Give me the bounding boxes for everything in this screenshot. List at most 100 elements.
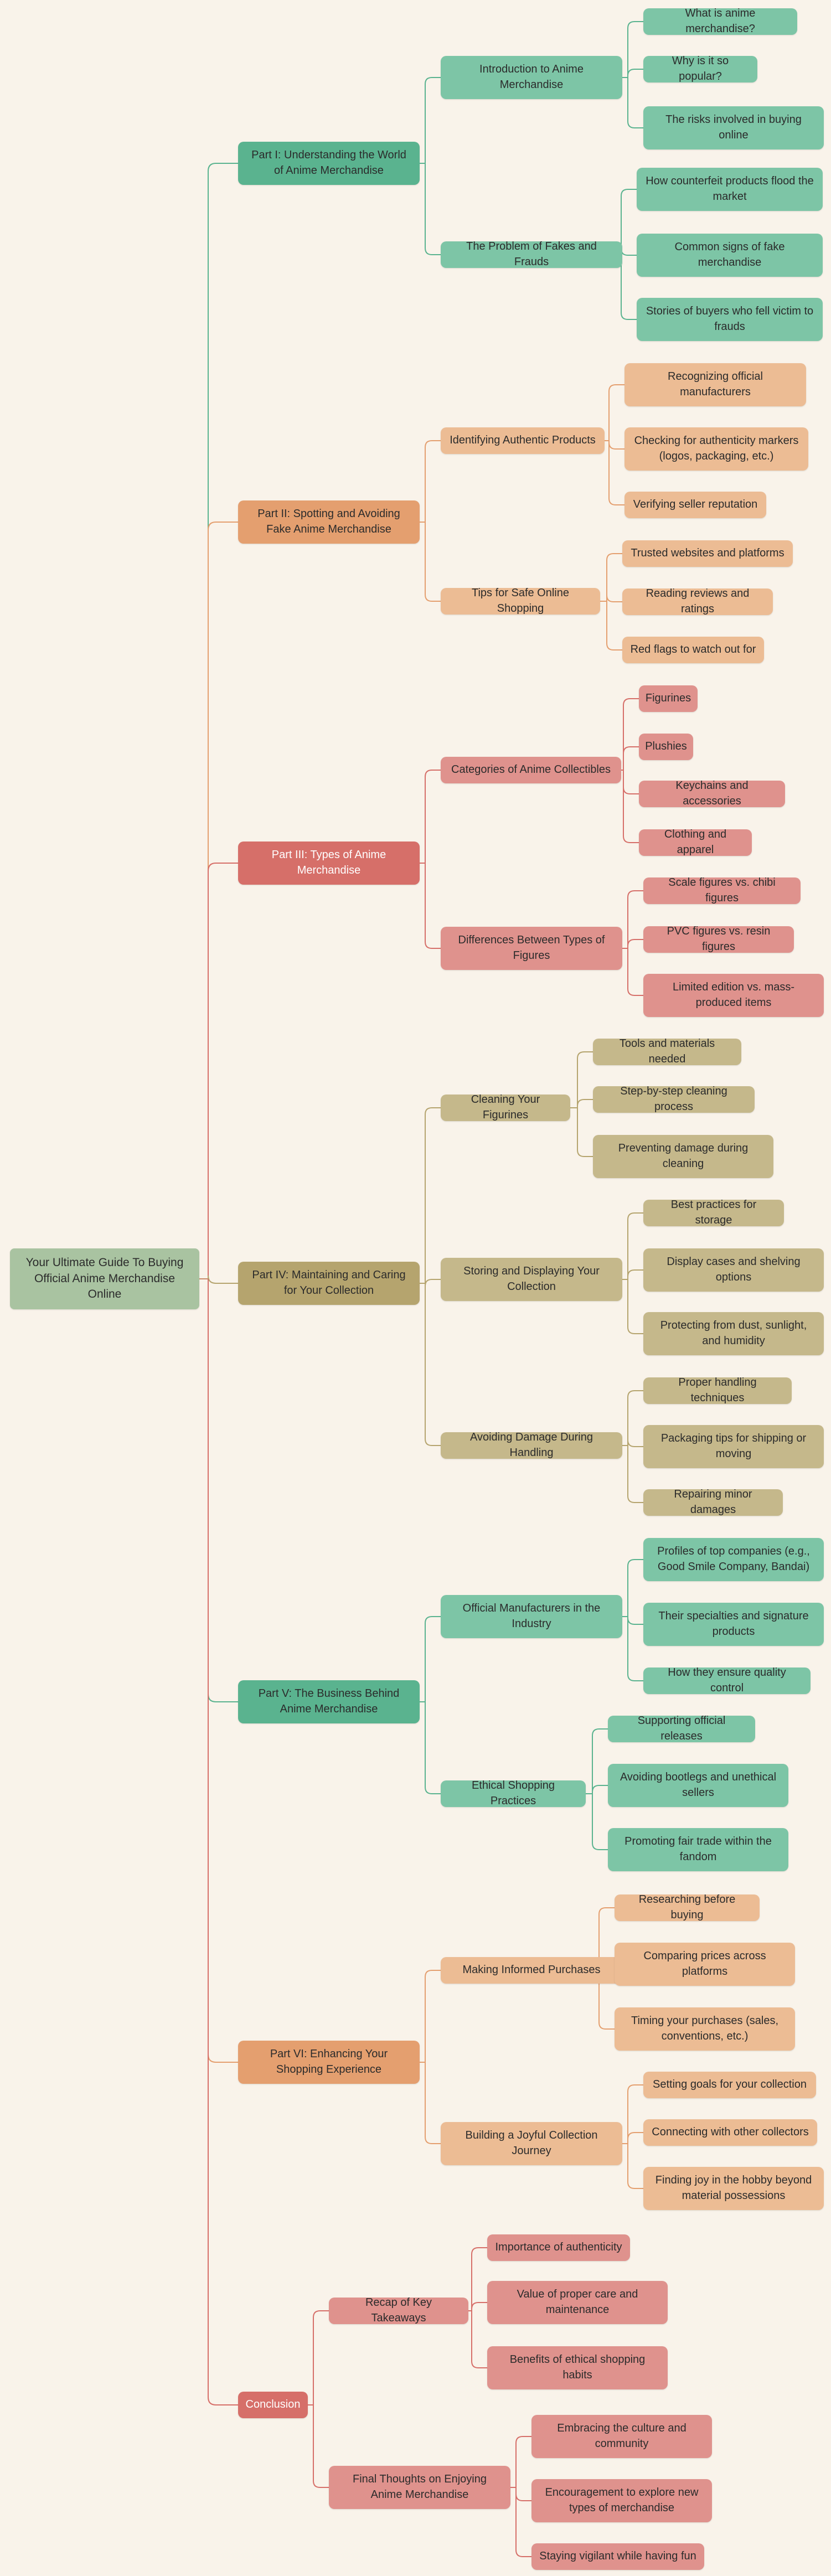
topic-official-manufacturers-in-the-industry[interactable]: Official Manufacturers in the Industry — [441, 1595, 622, 1638]
leaf-trusted-websites-and-platforms[interactable]: Trusted websites and platforms — [622, 540, 793, 567]
part-part-i-understanding-the-world-of-anime-merchand[interactable]: Part I: Understanding the World of Anime… — [238, 142, 420, 185]
leaf-benefits-of-ethical-shopping-habits[interactable]: Benefits of ethical shopping habits — [487, 2346, 668, 2389]
topic-differences-between-types-of-figures[interactable]: Differences Between Types of Figures — [441, 927, 622, 970]
leaf-importance-of-authenticity-label: Importance of authenticity — [495, 2241, 622, 2254]
leaf-recognizing-official-manufacturers-label: Recognizing official manufacturers — [668, 370, 763, 398]
topic-cleaning-your-figurines[interactable]: Cleaning Your Figurines — [441, 1093, 570, 1121]
topic-making-informed-purchases[interactable]: Making Informed Purchases — [441, 1957, 622, 1984]
leaf-what-is-anime-merchandise[interactable]: What is anime merchandise? — [643, 7, 797, 35]
part-part-iv-maintaining-and-caring-for-your-collecti[interactable]: Part IV: Maintaining and Caring for Your… — [238, 1262, 420, 1305]
leaf-packaging-tips-for-shipping-or-moving[interactable]: Packaging tips for shipping or moving — [643, 1425, 824, 1468]
leaf-pvc-figures-vs-resin-figures-label: PVC figures vs. resin figures — [667, 925, 771, 953]
leaf-value-of-proper-care-and-maintenance[interactable]: Value of proper care and maintenance — [487, 2281, 668, 2324]
part-conclusion[interactable]: Conclusion — [238, 2392, 308, 2418]
leaf-reading-reviews-and-ratings[interactable]: Reading reviews and ratings — [622, 587, 773, 615]
leaf-proper-handling-techniques-label: Proper handling techniques — [678, 1376, 757, 1404]
part-part-ii-spotting-and-avoiding-fake-anime-merchan[interactable]: Part II: Spotting and Avoiding Fake Anim… — [238, 500, 420, 544]
leaf-figurines[interactable]: Figurines — [639, 685, 698, 712]
topic-introduction-to-anime-merchandise[interactable]: Introduction to Anime Merchandise — [441, 56, 622, 99]
leaf-the-risks-involved-in-buying-online-label: The risks involved in buying online — [665, 113, 802, 141]
leaf-staying-vigilant-while-having-fun[interactable]: Staying vigilant while having fun — [531, 2543, 704, 2570]
leaf-step-by-step-cleaning-process[interactable]: Step-by-step cleaning process — [593, 1085, 755, 1113]
leaf-packaging-tips-for-shipping-or-moving-label: Packaging tips for shipping or moving — [660, 1432, 807, 1460]
leaf-trusted-websites-and-platforms-label: Trusted websites and platforms — [631, 547, 784, 560]
leaf-avoiding-bootlegs-and-unethical-sellers[interactable]: Avoiding bootlegs and unethical sellers — [608, 1764, 788, 1807]
leaf-how-counterfeit-products-flood-the-market[interactable]: How counterfeit products flood the marke… — [637, 168, 823, 211]
leaf-benefits-of-ethical-shopping-habits-label: Benefits of ethical shopping habits — [509, 2353, 646, 2381]
topic-1-1-connectors — [622, 21, 643, 128]
leaf-how-they-ensure-quality-control[interactable]: How they ensure quality control — [643, 1666, 811, 1694]
leaf-protecting-from-dust-sunlight-and-humidity[interactable]: Protecting from dust, sunlight, and humi… — [643, 1312, 824, 1355]
leaf-their-specialties-and-signature-products[interactable]: Their specialties and signature products — [643, 1603, 824, 1646]
leaf-timing-your-purchases-sales-conventions-etc-label: Timing your purchases (sales, convention… — [631, 2015, 779, 2042]
leaf-best-practices-for-storage-label: Best practices for storage — [670, 1199, 757, 1226]
leaf-checking-for-authenticity-markers-logos-packagin[interactable]: Checking for authenticity markers (logos… — [624, 427, 808, 471]
leaf-common-signs-of-fake-merchandise[interactable]: Common signs of fake merchandise — [637, 234, 823, 277]
topic-7-1-connectors — [468, 2247, 487, 2368]
topic-storing-and-displaying-your-collection[interactable]: Storing and Displaying Your Collection — [441, 1258, 622, 1301]
leaf-clothing-and-apparel-label: Clothing and apparel — [664, 828, 727, 856]
leaf-clothing-and-apparel[interactable]: Clothing and apparel — [639, 828, 752, 856]
topic-identifying-authentic-products[interactable]: Identifying Authentic Products — [441, 427, 605, 454]
leaf-best-practices-for-storage[interactable]: Best practices for storage — [643, 1199, 784, 1226]
topic-categories-of-anime-collectibles-label: Categories of Anime Collectibles — [451, 763, 611, 776]
leaf-profiles-of-top-companies-e-g-good-smile-company-label: Profiles of top companies (e.g., Good Sm… — [657, 1545, 810, 1573]
leaf-pvc-figures-vs-resin-figures[interactable]: PVC figures vs. resin figures — [643, 925, 794, 953]
leaf-tools-and-materials-needed[interactable]: Tools and materials needed — [593, 1037, 741, 1065]
topic-avoiding-damage-during-handling[interactable]: Avoiding Damage During Handling — [441, 1431, 622, 1459]
leaf-setting-goals-for-your-collection[interactable]: Setting goals for your collection — [643, 2072, 816, 2098]
part-part-iii-types-of-anime-merchandise-label: Part III: Types of Anime Merchandise — [271, 849, 386, 876]
topic-ethical-shopping-practices[interactable]: Ethical Shopping Practices — [441, 1779, 586, 1807]
part-part-iii-types-of-anime-merchandise[interactable]: Part III: Types of Anime Merchandise — [238, 842, 420, 885]
leaf-verifying-seller-reputation-label: Verifying seller reputation — [633, 498, 758, 511]
leaf-profiles-of-top-companies-e-g-good-smile-company[interactable]: Profiles of top companies (e.g., Good Sm… — [643, 1538, 824, 1581]
root-topic[interactable]: Your Ultimate Guide To Buying Official A… — [10, 1248, 199, 1309]
leaf-repairing-minor-damages[interactable]: Repairing minor damages — [643, 1488, 783, 1516]
leaf-encouragement-to-explore-new-types-of-merchandis[interactable]: Encouragement to explore new types of me… — [531, 2479, 712, 2522]
leaf-their-specialties-and-signature-products-label: Their specialties and signature products — [658, 1610, 809, 1638]
topic-the-problem-of-fakes-and-frauds[interactable]: The Problem of Fakes and Frauds — [441, 240, 622, 268]
topic-4-2-connectors — [622, 1212, 643, 1334]
leaf-keychains-and-accessories[interactable]: Keychains and accessories — [639, 779, 785, 807]
topic-avoiding-damage-during-handling-label: Avoiding Damage During Handling — [470, 1431, 593, 1459]
leaf-promoting-fair-trade-within-the-fandom-label: Promoting fair trade within the fandom — [624, 1835, 772, 1863]
leaf-importance-of-authenticity[interactable]: Importance of authenticity — [487, 2234, 630, 2261]
topic-introduction-to-anime-merchandise-label: Introduction to Anime Merchandise — [479, 63, 584, 91]
leaf-researching-before-buying[interactable]: Researching before buying — [615, 1893, 760, 1921]
leaf-supporting-official-releases[interactable]: Supporting official releases — [608, 1715, 755, 1742]
topic-tips-for-safe-online-shopping[interactable]: Tips for Safe Online Shopping — [441, 587, 600, 615]
part-part-ii-spotting-and-avoiding-fake-anime-merchan-label: Part II: Spotting and Avoiding Fake Anim… — [257, 508, 400, 535]
leaf-stories-of-buyers-who-fell-victim-to-frauds[interactable]: Stories of buyers who fell victim to fra… — [637, 298, 823, 341]
topic-categories-of-anime-collectibles[interactable]: Categories of Anime Collectibles — [441, 757, 621, 783]
leaf-value-of-proper-care-and-maintenance-label: Value of proper care and maintenance — [517, 2288, 638, 2316]
leaf-finding-joy-in-the-hobby-beyond-material-possess[interactable]: Finding joy in the hobby beyond material… — [643, 2167, 824, 2210]
topic-recap-of-key-takeaways[interactable]: Recap of Key Takeaways — [329, 2296, 468, 2324]
leaf-red-flags-to-watch-out-for-label: Red flags to watch out for — [630, 643, 756, 656]
leaf-recognizing-official-manufacturers[interactable]: Recognizing official manufacturers — [624, 363, 806, 406]
leaf-proper-handling-techniques[interactable]: Proper handling techniques — [643, 1376, 792, 1404]
leaf-preventing-damage-during-cleaning[interactable]: Preventing damage during cleaning — [593, 1135, 773, 1178]
topic-building-a-joyful-collection-journey[interactable]: Building a Joyful Collection Journey — [441, 2122, 622, 2165]
leaf-embracing-the-culture-and-community[interactable]: Embracing the culture and community — [531, 2415, 712, 2458]
leaf-connecting-with-other-collectors[interactable]: Connecting with other collectors — [643, 2119, 817, 2146]
part-1-connectors — [420, 77, 441, 255]
root-link-4 — [208, 1275, 238, 1284]
leaf-red-flags-to-watch-out-for[interactable]: Red flags to watch out for — [622, 637, 764, 663]
leaf-display-cases-and-shelving-options[interactable]: Display cases and shelving options — [643, 1248, 824, 1292]
leaf-tools-and-materials-needed-label: Tools and materials needed — [619, 1037, 715, 1065]
leaf-comparing-prices-across-platforms-label: Comparing prices across platforms — [643, 1950, 766, 1978]
leaf-promoting-fair-trade-within-the-fandom[interactable]: Promoting fair trade within the fandom — [608, 1828, 788, 1871]
root-topic-label: Your Ultimate Guide To Buying Official A… — [25, 1256, 184, 1301]
leaf-comparing-prices-across-platforms[interactable]: Comparing prices across platforms — [615, 1943, 795, 1986]
part-part-v-the-business-behind-anime-merchandise[interactable]: Part V: The Business Behind Anime Mercha… — [238, 1680, 420, 1723]
leaf-scale-figures-vs-chibi-figures[interactable]: Scale figures vs. chibi figures — [643, 876, 801, 904]
topic-2-1-connectors — [605, 384, 624, 505]
leaf-the-risks-involved-in-buying-online[interactable]: The risks involved in buying online — [643, 106, 824, 149]
leaf-plushies[interactable]: Plushies — [639, 734, 693, 760]
leaf-verifying-seller-reputation[interactable]: Verifying seller reputation — [624, 492, 766, 518]
leaf-timing-your-purchases-sales-conventions-etc[interactable]: Timing your purchases (sales, convention… — [615, 2007, 795, 2051]
leaf-limited-edition-vs-mass-produced-items[interactable]: Limited edition vs. mass-produced items — [643, 974, 824, 1017]
topic-final-thoughts-on-enjoying-anime-merchandise[interactable]: Final Thoughts on Enjoying Anime Merchan… — [329, 2466, 510, 2509]
part-part-vi-enhancing-your-shopping-experience[interactable]: Part VI: Enhancing Your Shopping Experie… — [238, 2041, 420, 2084]
leaf-why-is-it-so-popular[interactable]: Why is it so popular? — [643, 55, 757, 82]
